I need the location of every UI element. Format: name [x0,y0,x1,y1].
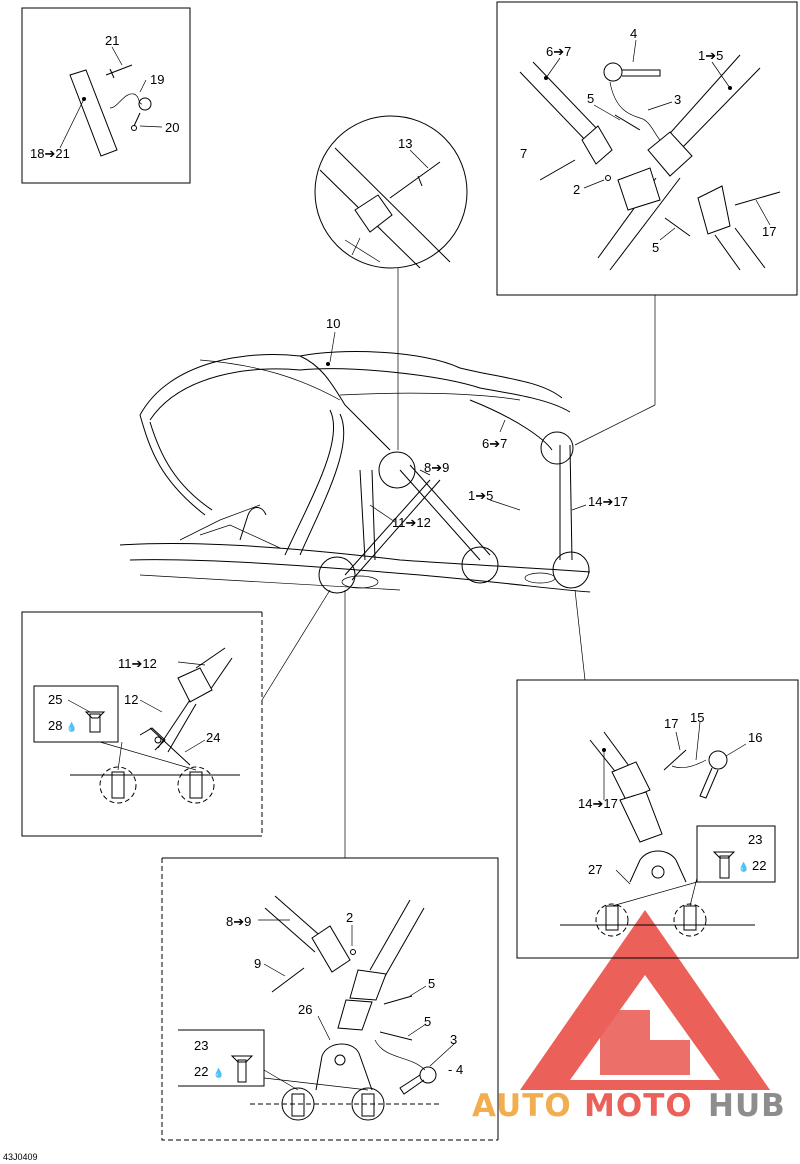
callout-17-top: 17 [762,224,776,239]
callout-9: 9 [254,956,261,971]
callout-11-12-box: 11➔12 [118,656,157,671]
callout-4: 4 [630,26,637,41]
callout-8-9-main: 8➔9 [424,460,449,475]
drop-icon: 💧 [213,1067,224,1078]
callout-14-17-box: 14➔17 [578,796,618,811]
callout-10: 10 [326,316,340,331]
watermark-moto: MOTO [584,1088,693,1124]
detail-box-bottom-center: 8➔9 2 9 5 26 5 3 - 4 23 22 💧 [161,857,499,1141]
callout-22-left: 22 [194,1064,208,1079]
callout-20: 20 [165,120,179,135]
callout-5-box-lower: 5 [424,1014,431,1029]
callout-23-right: 23 [748,832,762,847]
tube-part [69,69,118,157]
drop-icon: 💧 [738,861,749,872]
callout-18-21: 18➔21 [30,146,70,161]
callout-3-box: 3 [450,1032,457,1047]
callout-16: 16 [748,730,762,745]
drawing-code: 43J0409 [3,1152,38,1162]
detail-box-middle-right: 17 15 16 14➔17 23 💧 22 27 [516,679,799,959]
callout-5-box-upper: 5 [428,976,435,991]
callout-15: 15 [690,710,704,725]
callout-4-box: - 4 [448,1062,463,1077]
detail-box-top-left: 21 19 20 18➔21 [21,7,191,184]
callout-19: 19 [150,72,164,87]
watermark-auto: AUTO [472,1088,572,1124]
callout-3-top: 3 [674,92,681,107]
callout-6-7-main: 6➔7 [482,436,507,451]
callout-17-box: 17 [664,716,678,731]
callout-7: 7 [520,146,527,161]
callout-24: 24 [206,730,220,745]
callout-8-9-box: 8➔9 [226,914,251,929]
callout-5-top: 5 [587,91,594,106]
callout-23-left: 23 [194,1038,208,1053]
callout-11-12-main: 11➔12 [392,515,431,530]
callout-12: 12 [124,692,138,707]
detail-box-top-right: 4 6➔7 1➔5 5 3 7 2 5 17 [496,1,798,446]
callout-1-5-main: 1➔5 [468,488,493,503]
callout-2-top: 2 [573,182,580,197]
watermark-hub: HUB [708,1088,786,1124]
detail-circle-13: 13 [314,115,468,450]
callout-27: 27 [588,862,602,877]
drop-icon: 💧 [66,721,77,732]
callout-25: 25 [48,692,62,707]
callout-22-right: 22 [752,858,766,873]
callout-1-5-top: 1➔5 [698,48,723,63]
callout-14-17-main: 14➔17 [588,494,628,509]
watermark-logo: AUTO MOTO HUB [472,910,786,1124]
callout-2-box: 2 [346,910,353,925]
callout-21: 21 [105,33,119,48]
callout-26: 26 [298,1002,312,1017]
callout-5-mid: 5 [652,240,659,255]
callout-6-7-top: 6➔7 [546,44,571,59]
callout-13: 13 [398,136,412,151]
main-assembly-view: 10 6➔7 8➔9 1➔5 14➔17 11➔12 [119,316,628,858]
detail-box-middle-left: 11➔12 25 28 💧 12 24 [21,611,263,837]
callout-28: 28 [48,718,62,733]
